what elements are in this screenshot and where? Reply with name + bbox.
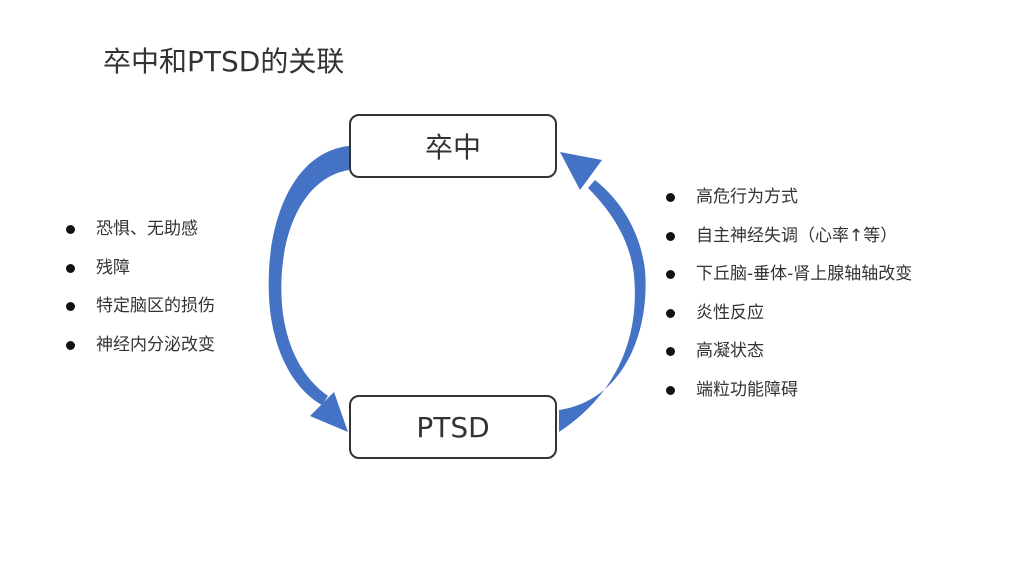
node-ptsd: PTSD bbox=[349, 395, 557, 459]
list-item: 下丘脑-垂体-肾上腺轴轴改变 bbox=[666, 264, 912, 303]
slide-title: 卒中和PTSD的关联 bbox=[103, 45, 345, 78]
arrow-stroke-to-ptsd bbox=[268, 146, 349, 432]
ptsd-to-stroke-factors: 高危行为方式 自主神经失调（心率↑等） 下丘脑-垂体-肾上腺轴轴改变 炎性反应 … bbox=[666, 187, 912, 418]
list-item: 残障 bbox=[66, 258, 215, 297]
list-item: 高危行为方式 bbox=[666, 187, 912, 226]
node-stroke: 卒中 bbox=[349, 114, 557, 178]
arrow-ptsd-to-stroke bbox=[559, 152, 646, 432]
stroke-to-ptsd-factors: 恐惧、无助感 残障 特定脑区的损伤 神经内分泌改变 bbox=[66, 219, 215, 373]
list-item: 高凝状态 bbox=[666, 341, 912, 380]
list-item: 炎性反应 bbox=[666, 303, 912, 342]
list-item: 自主神经失调（心率↑等） bbox=[666, 226, 912, 265]
list-item: 恐惧、无助感 bbox=[66, 219, 215, 258]
list-item: 神经内分泌改变 bbox=[66, 335, 215, 374]
list-item: 端粒功能障碍 bbox=[666, 380, 912, 419]
list-item: 特定脑区的损伤 bbox=[66, 296, 215, 335]
